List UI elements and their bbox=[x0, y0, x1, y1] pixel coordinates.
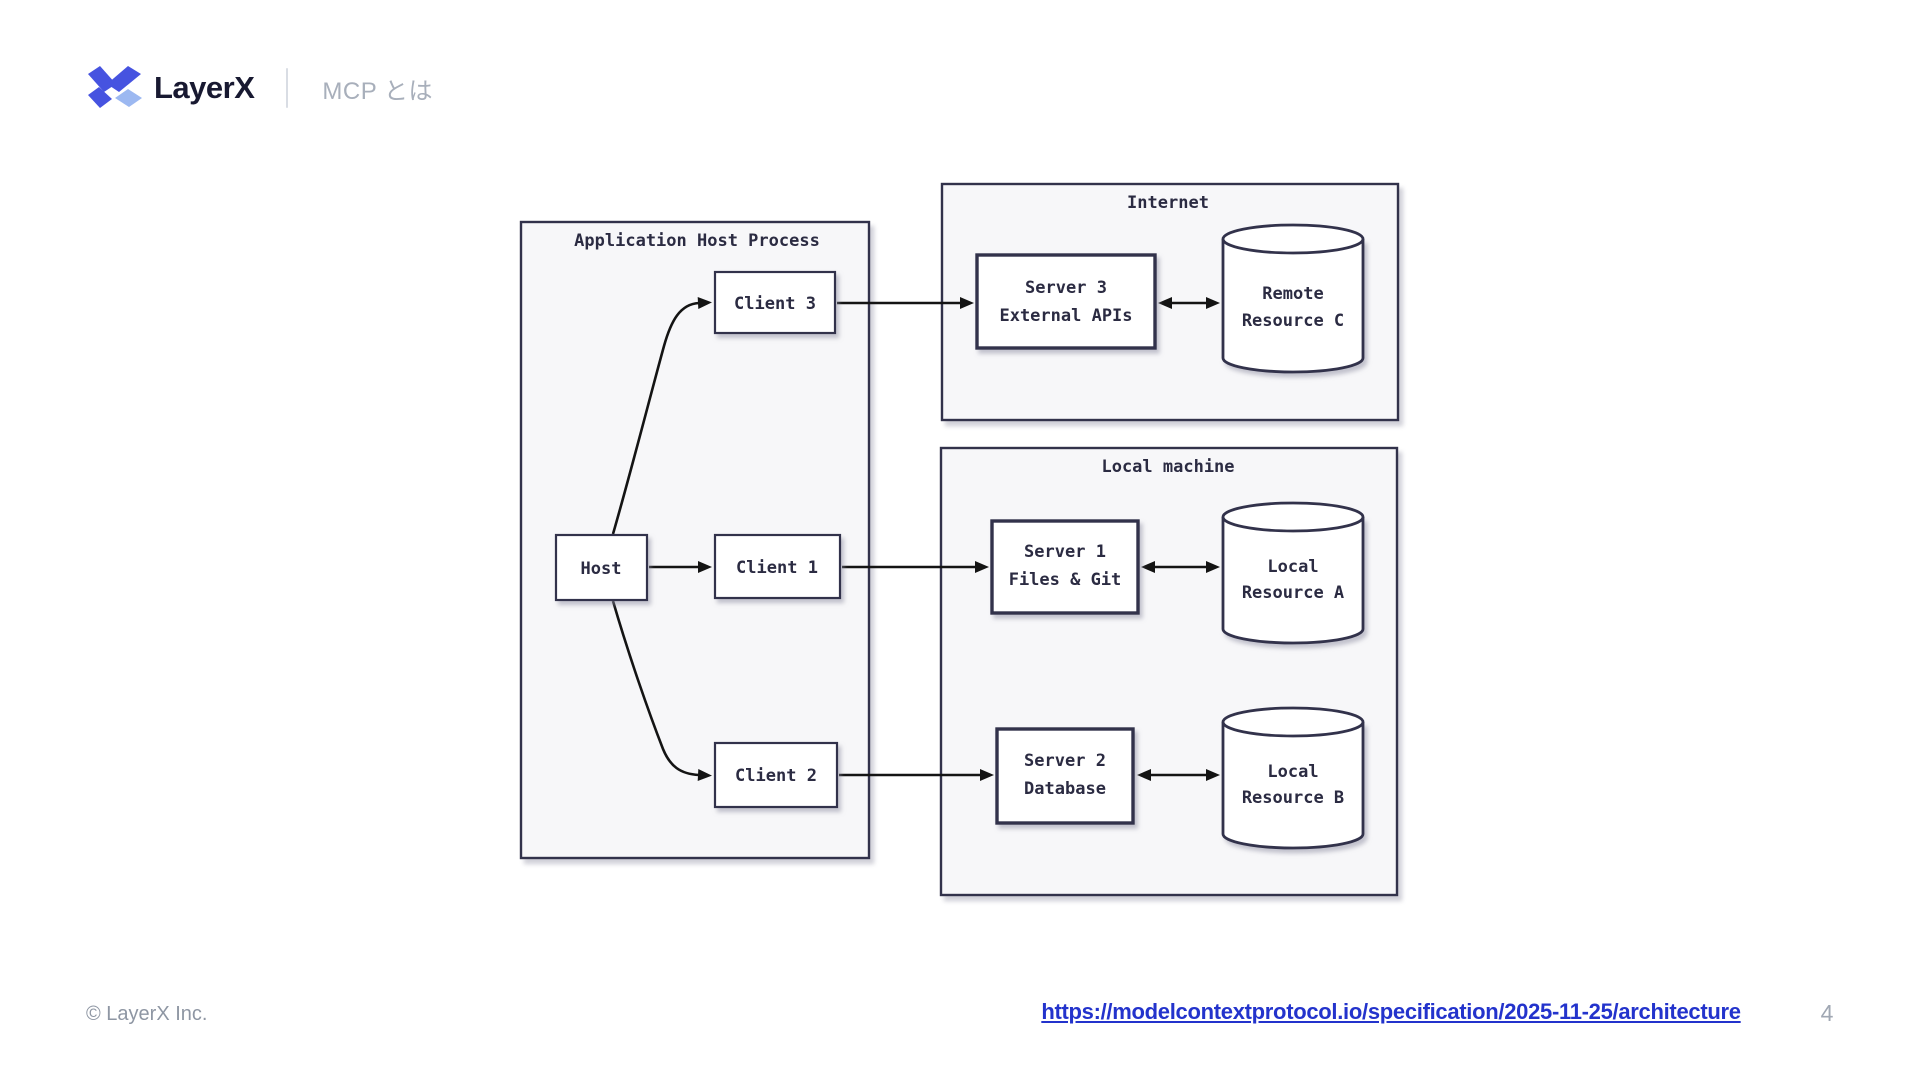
edge-host-client3 bbox=[611, 297, 712, 535]
slide-header: LayerX MCP とは bbox=[86, 60, 433, 116]
resource-c-label-line1: Remote bbox=[1262, 284, 1323, 304]
slide-title: MCP とは bbox=[322, 77, 433, 105]
diagram-edges bbox=[611, 297, 1220, 781]
header-divider bbox=[286, 68, 289, 108]
node-server2: Server 2 Database bbox=[995, 727, 1135, 825]
server1-box bbox=[990, 519, 1140, 615]
spec-link[interactable]: https://modelcontextprotocol.io/specific… bbox=[1041, 999, 1741, 1024]
local-machine-label: Local machine bbox=[1101, 457, 1234, 477]
resource-b-cylinder-body bbox=[1221, 722, 1365, 850]
resource-b-label-line1: Local bbox=[1267, 762, 1318, 782]
server3-label-line2: External APIs bbox=[999, 306, 1132, 326]
server3-label-line1: Server 3 bbox=[1025, 278, 1107, 298]
resource-b-cylinder-top bbox=[1221, 706, 1365, 738]
resource-c-cylinder-body bbox=[1221, 239, 1365, 374]
copyright: © LayerX Inc. bbox=[86, 1003, 208, 1025]
node-client1: Client 1 bbox=[713, 533, 842, 600]
server2-label-line2: Database bbox=[1024, 779, 1106, 799]
server1-label-line1: Server 1 bbox=[1024, 542, 1106, 562]
server2-label-line1: Server 2 bbox=[1024, 751, 1106, 771]
internet-label: Internet bbox=[1127, 193, 1209, 213]
resource-b-label-line2: Resource B bbox=[1242, 788, 1344, 808]
client3-label: Client 3 bbox=[734, 294, 816, 314]
application-host-process-label: Application Host Process bbox=[574, 231, 820, 251]
server2-box bbox=[995, 727, 1135, 825]
client2-label: Client 2 bbox=[735, 766, 817, 786]
client1-label: Client 1 bbox=[736, 558, 818, 578]
server1-label-line2: Files & Git bbox=[1009, 570, 1122, 590]
resource-a-label-line2: Resource A bbox=[1242, 583, 1344, 603]
server3-box bbox=[975, 253, 1157, 350]
node-client2: Client 2 bbox=[713, 741, 839, 809]
page-number: 4 bbox=[1820, 1000, 1834, 1026]
client1-box bbox=[713, 533, 842, 600]
edge-host-client2 bbox=[611, 600, 712, 781]
resource-a-cylinder-body bbox=[1221, 517, 1365, 645]
host-label: Host bbox=[581, 559, 622, 579]
node-server1: Server 1 Files & Git bbox=[990, 519, 1140, 615]
node-host: Host bbox=[554, 533, 649, 602]
layerx-logo-text: LayerX bbox=[154, 70, 255, 105]
node-client3: Client 3 bbox=[713, 270, 837, 335]
node-local-resource-b: Local Resource B bbox=[1221, 706, 1365, 850]
client2-box bbox=[713, 741, 839, 809]
resource-a-label-line1: Local bbox=[1267, 557, 1318, 577]
layerx-logo-icon bbox=[88, 66, 142, 108]
client3-box bbox=[713, 270, 837, 335]
resource-c-cylinder-top bbox=[1221, 223, 1365, 255]
node-server3: Server 3 External APIs bbox=[975, 253, 1157, 350]
node-remote-resource-c: Remote Resource C bbox=[1221, 223, 1365, 374]
resource-a-cylinder-top bbox=[1221, 501, 1365, 533]
host-box bbox=[554, 533, 649, 602]
resource-c-label-line2: Resource C bbox=[1242, 311, 1344, 331]
node-local-resource-a: Local Resource A bbox=[1221, 501, 1365, 645]
